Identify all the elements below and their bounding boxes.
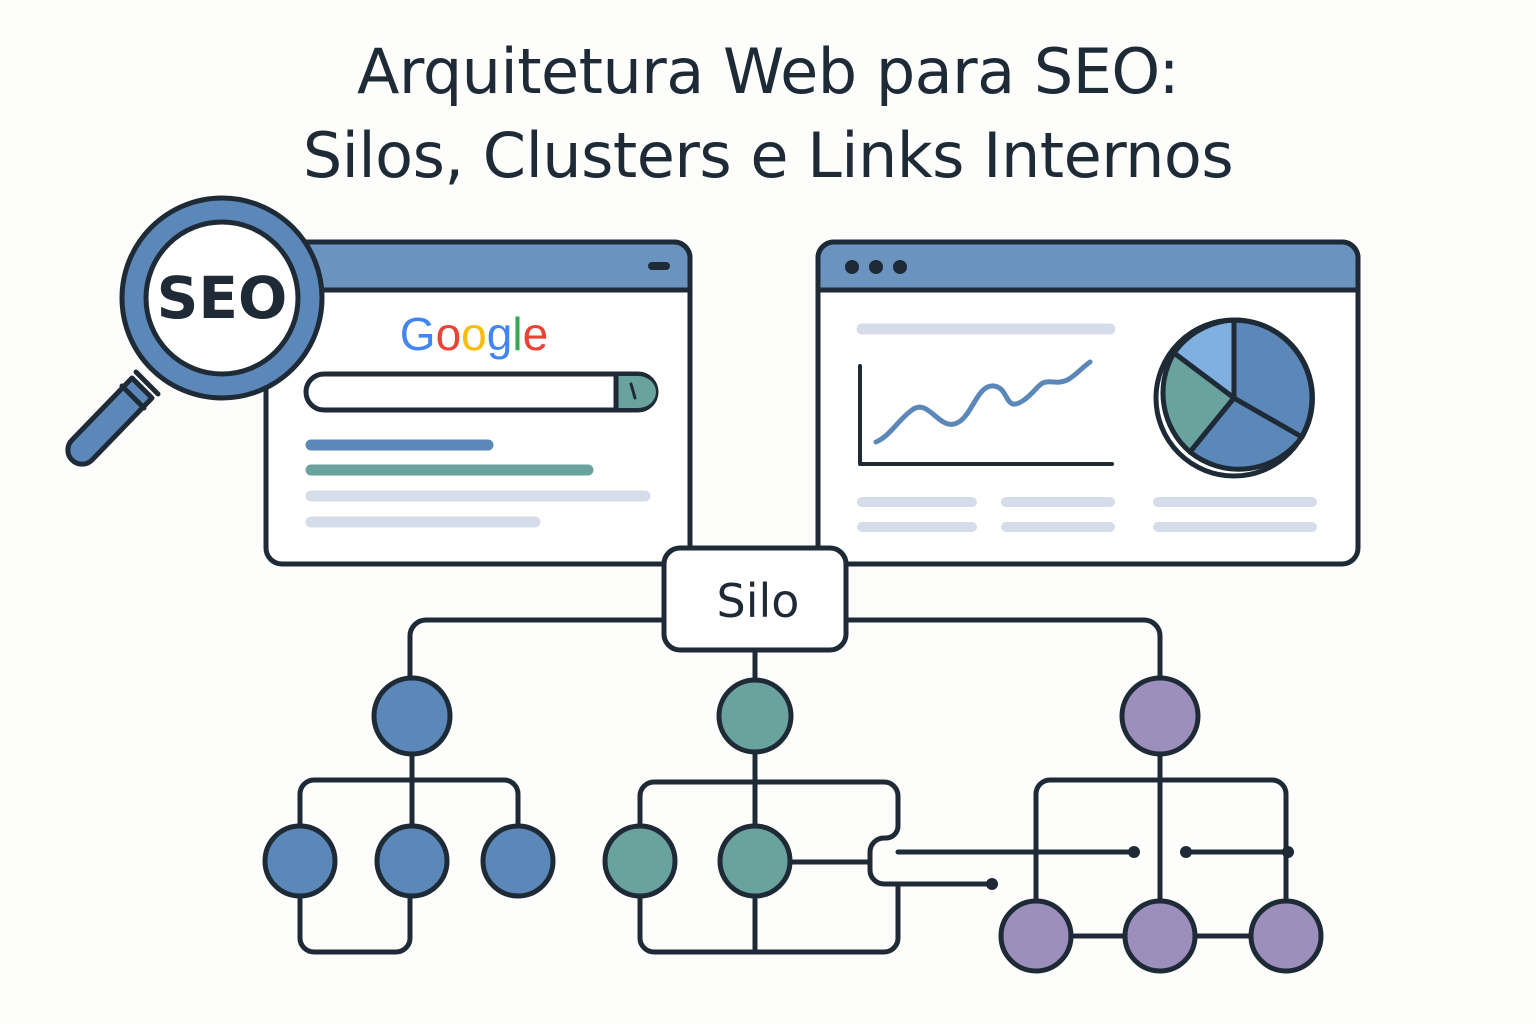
silo-node: Silo: [661, 545, 849, 653]
analytics-browser-window: [815, 239, 1361, 567]
line-chart: [858, 359, 1114, 466]
window-dots-icon: [845, 260, 907, 274]
blue-child-node: [480, 823, 556, 899]
purple-child-node: [998, 898, 1074, 974]
page-title: Arquitetura Web para SEO: Silos, Cluster…: [0, 30, 1536, 198]
teal-child-node: [602, 823, 678, 899]
purple-cluster-parent-node: [1119, 675, 1201, 757]
search-browser-window: Google: [263, 239, 693, 567]
title-line-2: Silos, Clusters e Links Internos: [302, 119, 1234, 192]
blue-cluster-parent-node: [371, 675, 453, 757]
search-icon: [629, 382, 637, 400]
silo-label: Silo: [717, 574, 800, 628]
purple-child-node: [1248, 898, 1324, 974]
magnifier-icon: SEO: [65, 195, 325, 467]
search-input[interactable]: [303, 371, 659, 413]
blue-child-node: [374, 823, 450, 899]
blue-child-node: [262, 823, 338, 899]
tree-nodes: [262, 675, 1324, 974]
teal-cluster-parent-node: [716, 677, 794, 755]
google-logo: Google: [400, 308, 548, 360]
analytics-rows: [857, 497, 1317, 532]
teal-child-node: [717, 823, 793, 899]
pie-chart: [1153, 317, 1315, 479]
purple-child-node: [1122, 898, 1198, 974]
tree-connectors: [297, 617, 1289, 955]
magnifier-label: SEO: [157, 264, 288, 332]
search-button[interactable]: [616, 376, 656, 408]
link-arrowheads: [986, 846, 1294, 890]
window-minimize-icon: [648, 262, 670, 270]
search-results: [305, 439, 651, 528]
title-line-1: Arquitetura Web para SEO:: [357, 35, 1180, 108]
